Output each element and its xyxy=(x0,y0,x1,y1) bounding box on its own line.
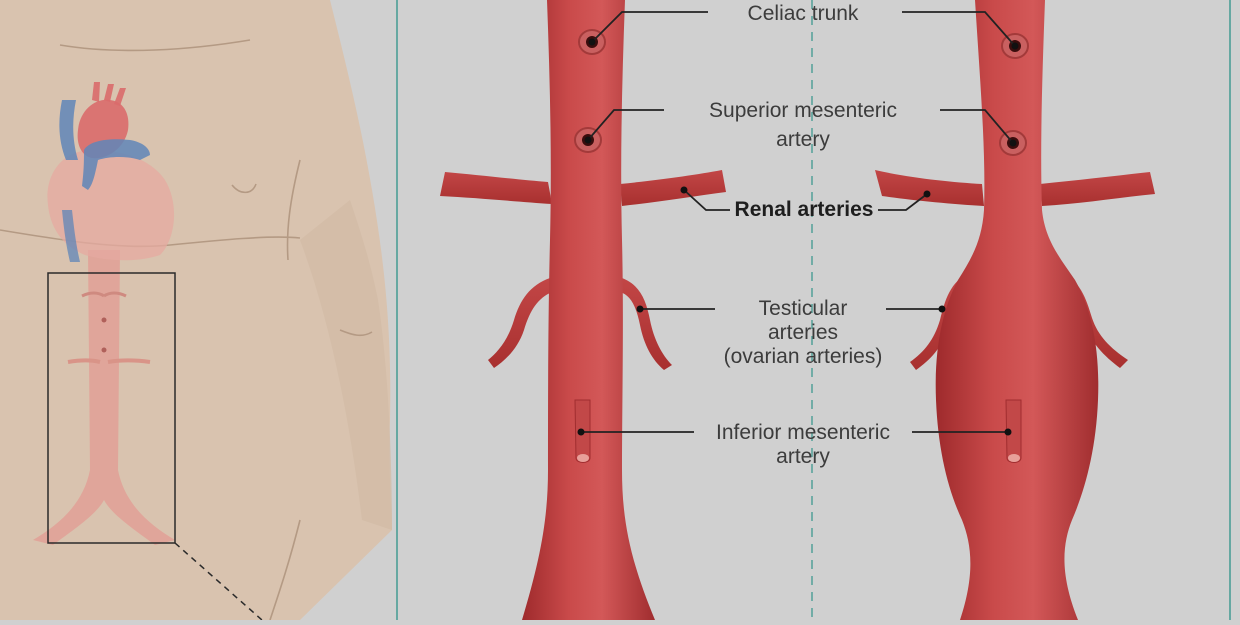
right-arm xyxy=(300,200,392,530)
normal-aorta-trunk xyxy=(522,0,655,620)
label-sma-line1: Superior mesenteric xyxy=(709,99,897,122)
aorta-focus-box xyxy=(47,272,176,544)
normal-renal-left xyxy=(440,172,552,204)
label-testicular-line1: Testicular xyxy=(758,297,848,320)
label-sma-line2: artery xyxy=(776,128,830,151)
leader-sma-left xyxy=(587,109,664,141)
label-ima-line1: Inferior mesenteric xyxy=(716,421,890,444)
label-ima-line2: artery xyxy=(776,445,830,468)
body-aorta xyxy=(33,250,175,545)
zoom-connector-line xyxy=(174,542,263,621)
leader-celiac-right xyxy=(902,11,1016,47)
body-contour-lines xyxy=(0,39,373,621)
leader-sma-right xyxy=(940,109,1014,144)
label-celiac-line1: Celiac trunk xyxy=(747,2,859,25)
leader-celiac-left xyxy=(591,11,708,43)
normal-testicular-right xyxy=(620,278,672,370)
heart-illustration xyxy=(47,82,175,262)
aneurysm-ima-stub xyxy=(1005,399,1022,463)
aneurysm-aorta xyxy=(875,0,1155,620)
label-renal-line1: Renal arteries xyxy=(734,198,874,221)
label-superior-mesenteric: Superior mesenteric artery xyxy=(709,99,897,152)
label-renal-arteries: Renal arteries xyxy=(735,198,874,222)
aneurysm-renal-left xyxy=(875,170,984,206)
normal-testicular-left xyxy=(488,278,552,368)
aneurysm-aorta-trunk xyxy=(935,0,1099,620)
label-inferior-mesenteric: Inferior mesenteric artery xyxy=(716,421,890,469)
label-testicular-line2: arteries xyxy=(767,321,839,344)
normal-renal-right xyxy=(620,170,726,206)
torso-figure xyxy=(0,0,392,621)
leader-renal-left xyxy=(683,189,730,211)
label-celiac-trunk: Celiac trunk xyxy=(748,2,859,26)
label-testicular-arteries: Testicular arteries (ovarian arteries) xyxy=(724,297,883,369)
normal-aorta xyxy=(440,0,726,620)
aneurysm-renal-right xyxy=(1040,172,1155,206)
leader-lines xyxy=(577,11,1019,436)
leader-renal-right xyxy=(878,193,928,211)
label-testicular-line3: (ovarian arteries) xyxy=(723,345,883,368)
